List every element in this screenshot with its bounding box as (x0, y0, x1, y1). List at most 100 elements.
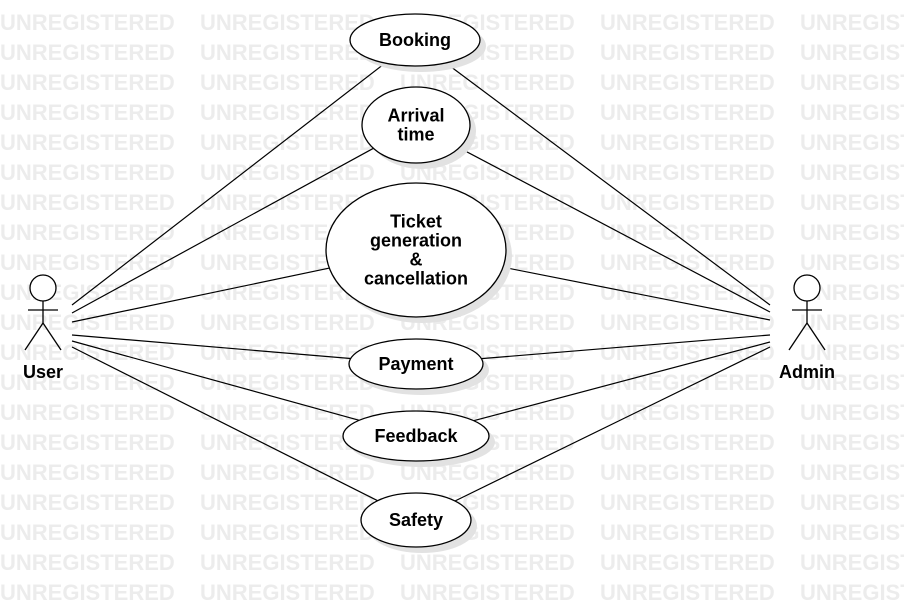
actor-left-leg (788, 322, 808, 351)
watermark-text: UNREGISTERED (0, 40, 175, 65)
use-case-ellipse (348, 338, 484, 390)
actor-right-leg (42, 322, 62, 351)
use-case-label: generation (370, 231, 462, 251)
watermark-layer: UNREGISTERED UNREGISTERED UNREGISTERED UNRE… (0, 10, 904, 605)
actor-label: User (23, 362, 63, 382)
watermark-text: UNREGISTERED (200, 40, 375, 65)
association-admin-booking (445, 62, 771, 306)
watermark-text: UNREGISTERED (800, 400, 904, 425)
watermark-text: UNREGISTERED (600, 550, 775, 575)
actor-label: Admin (779, 362, 835, 382)
association-user-booking (71, 62, 386, 306)
use-case-label: & (410, 250, 423, 270)
watermark-text: UNREGISTERED (800, 160, 904, 185)
use-case-ellipse (360, 492, 472, 548)
association-user-ticket (71, 267, 330, 323)
watermark-text: UNREGISTERED (800, 220, 904, 245)
watermark-text: UNREGISTERED (800, 370, 904, 395)
watermark-text: UNREGISTERED (600, 10, 775, 35)
use-case-label: Payment (378, 354, 453, 374)
association-admin-feedback (473, 341, 771, 422)
use-case-payment[interactable]: Payment (348, 338, 489, 395)
watermark-text: UNREGISTERED (200, 340, 375, 365)
use-case-safety[interactable]: Safety (360, 492, 477, 553)
watermark-text: UNREGISTERED (0, 10, 175, 35)
watermark-text: UNREGISTERED (400, 580, 575, 605)
watermark-text: UNREGISTERED (600, 520, 775, 545)
watermark-text: UNREGISTERED (800, 520, 904, 545)
watermark-text: UNREGISTERED (600, 580, 775, 605)
watermark-text: UNREGISTERED (800, 100, 904, 125)
watermark-text: UNREGISTERED (800, 580, 904, 605)
associations (71, 62, 771, 502)
watermark-text: UNREGISTERED (600, 490, 775, 515)
use-case-ellipse (342, 410, 490, 462)
watermark-text: UNREGISTERED (800, 550, 904, 575)
association-user-feedback (71, 340, 360, 421)
watermark-text: UNREGISTERED (800, 130, 904, 155)
watermark-text: UNREGISTERED (600, 310, 775, 335)
watermark-text: UNREGISTERED (200, 130, 375, 155)
use-case-feedback[interactable]: Feedback (342, 410, 495, 467)
actor-admin[interactable]: Admin (779, 274, 835, 382)
actor-right-leg (806, 322, 826, 351)
use-case-label: Feedback (374, 426, 458, 446)
watermark-text: UNREGISTERED (200, 310, 375, 335)
watermark-text: UNREGISTERED (800, 70, 904, 95)
watermark-text: UNREGISTERED (0, 70, 175, 95)
watermark-text: UNREGISTERED (0, 520, 175, 545)
watermark-text: UNREGISTERED (800, 460, 904, 485)
use-case-label: Safety (389, 510, 443, 530)
watermark-text: UNREGISTERED (600, 340, 775, 365)
watermark-text: UNREGISTERED (0, 580, 175, 605)
watermark-text: UNREGISTERED (600, 190, 775, 215)
use-case-booking[interactable]: Booking (349, 13, 486, 72)
actor-head (29, 274, 57, 302)
use-case-ellipse (349, 13, 481, 67)
watermark-text: UNREGISTERED (0, 370, 175, 395)
watermark-text: UNREGISTERED (600, 220, 775, 245)
watermark-text: UNREGISTERED (200, 70, 375, 95)
actors: User Admin (23, 274, 835, 382)
use-case-label: time (397, 125, 434, 145)
watermark-text: UNREGISTERED (800, 190, 904, 215)
use-case-ellipse (361, 86, 471, 164)
watermark-text: UNREGISTERED (200, 370, 375, 395)
watermark-text: UNREGISTERED (800, 10, 904, 35)
association-admin-ticket (502, 266, 771, 321)
use-case-label: Ticket (390, 212, 442, 232)
watermark-text: UNREGISTERED (0, 310, 175, 335)
use-case-ellipse (325, 182, 507, 318)
use-cases: BookingArrivaltimeTicketgeneration&cance… (325, 13, 512, 553)
use-case-label: cancellation (364, 269, 468, 289)
association-admin-payment (481, 334, 771, 360)
watermark-text: UNREGISTERED (200, 100, 375, 125)
watermark-text: UNREGISTERED (0, 550, 175, 575)
watermark-text: UNREGISTERED (600, 130, 775, 155)
watermark-text: UNREGISTERED (200, 160, 375, 185)
watermark-text: UNREGISTERED (200, 490, 375, 515)
watermark-text: UNREGISTERED (600, 160, 775, 185)
watermark-text: UNREGISTERED (600, 370, 775, 395)
watermark-text: UNREGISTERED (200, 10, 375, 35)
actor-user[interactable]: User (23, 274, 63, 382)
watermark-text: UNREGISTERED (800, 430, 904, 455)
watermark-text: UNREGISTERED (800, 340, 904, 365)
watermark-text: UNREGISTERED (0, 220, 175, 245)
watermark-text: UNREGISTERED (600, 430, 775, 455)
association-admin-safety (454, 346, 771, 502)
watermark-text: UNREGISTERED (600, 70, 775, 95)
watermark-text: UNREGISTERED (0, 250, 175, 275)
use-case-label: Arrival (387, 106, 444, 126)
actor-head (793, 274, 821, 302)
watermark-text: UNREGISTERED (600, 100, 775, 125)
watermark-text: UNREGISTERED (800, 40, 904, 65)
watermark-text: UNREGISTERED (600, 40, 775, 65)
watermark-text: UNREGISTERED (0, 160, 175, 185)
watermark-text: UNREGISTERED (0, 190, 175, 215)
watermark-text: UNREGISTERED (600, 250, 775, 275)
watermark-text: UNREGISTERED (0, 130, 175, 155)
watermark-text: UNREGISTERED (0, 430, 175, 455)
